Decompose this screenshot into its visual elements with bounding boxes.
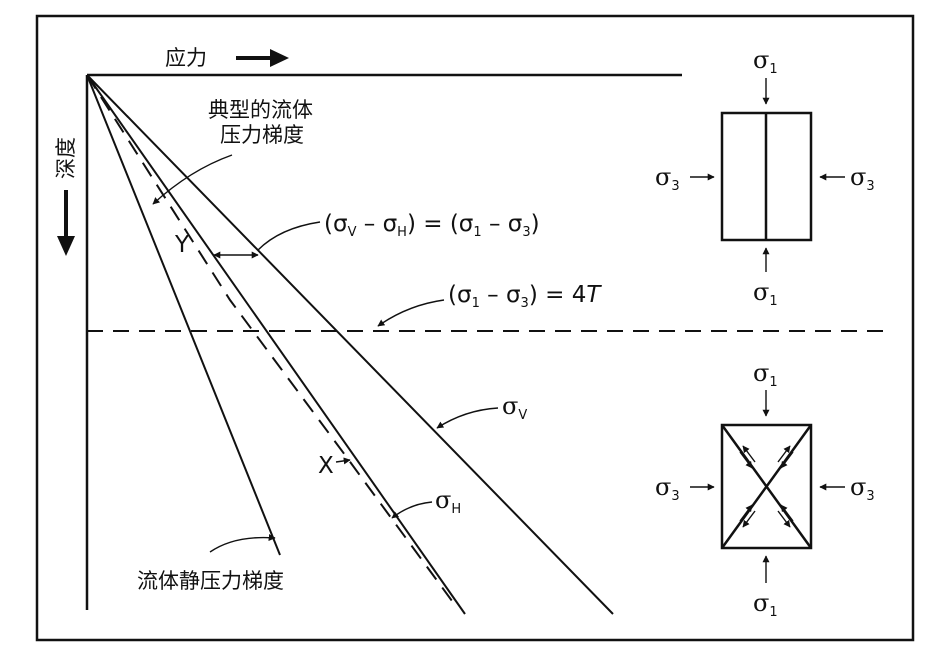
sigma1-bottom-label-b: σ1 [753,589,778,620]
sigma3-left-label-a: σ3 [655,163,680,194]
sigma3-right-label-b: σ3 [850,473,875,504]
typical-fluid-pressure-dashed-line [86,74,456,606]
hydrostatic-gradient-label: 流体静压力梯度 [137,569,284,593]
point-x-label: X [318,453,334,479]
down-arrow-icon [57,190,75,256]
point-y-label: Y [174,232,190,258]
sigma1-bottom-label-a: σ1 [753,278,778,309]
sigma3-left-label-b: σ3 [655,473,680,504]
depth-axis-label: 深度 [54,137,78,179]
equation-differential-stress: (σV – σH) = (σ1 – σ3) [324,211,540,240]
hydrostatic-leader [209,534,276,553]
tensile-fracture-sketch [690,78,845,272]
equation-threshold: (σ1 – σ3) = 4T [448,282,602,311]
sigma-h-label: σH [435,486,461,517]
sigma-h-leader [391,501,433,519]
sigma3-right-label-a: σ3 [850,163,875,194]
typical-gradient-label-line1: 典型的流体 [208,98,313,122]
sigma-v-line [86,74,614,615]
threshold-leader [377,299,445,327]
sigma-v-label: σV [502,392,527,423]
sigma1-top-label-a: σ1 [753,46,778,77]
hydrostatic-gradient-line [86,74,281,556]
shear-fracture-sketch [690,390,845,583]
stress-axis-label: 应力 [165,46,207,70]
figure-frame [35,14,915,642]
sigma-v-leader [436,407,499,429]
sigma1-top-label-b: σ1 [753,359,778,390]
sigma-h-line [86,74,466,615]
right-arrow-icon [236,49,289,67]
typical-gradient-label-line2: 压力梯度 [220,123,304,147]
differential-stress-leader [257,221,321,251]
typical-gradient-leader [152,154,233,205]
point-x-arrow [335,457,351,465]
